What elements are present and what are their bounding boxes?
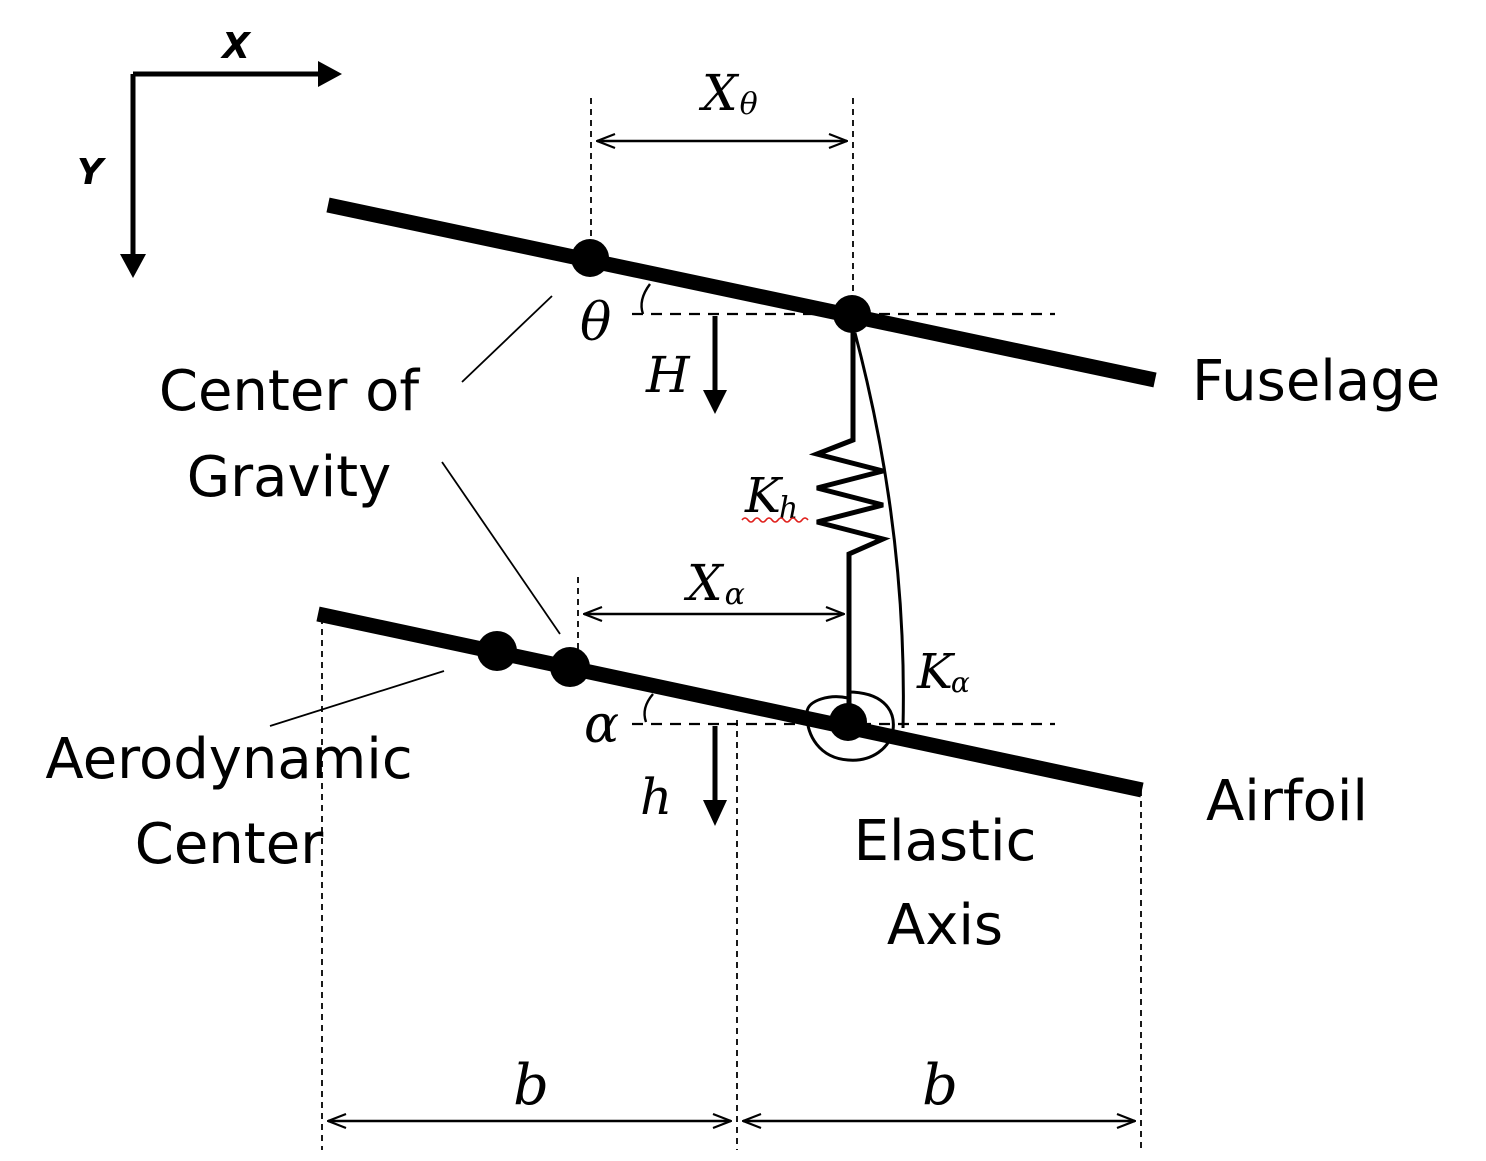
airfoil-label: Airfoil: [1206, 769, 1368, 834]
x-alpha-symbol: Xα: [683, 554, 745, 612]
center-of-gravity-label-line1: Center of: [159, 359, 421, 424]
y-axis-label: Y: [77, 152, 107, 193]
horizontal-reference-lines: [632, 312, 1055, 726]
aerodynamic-center-leader-line: [269, 670, 445, 727]
x-theta-symbol: Xθ: [698, 64, 758, 122]
aerodynamic-center-label-line1: Aerodynamic: [45, 727, 412, 792]
coordinate-axes: X Y: [77, 26, 342, 278]
fuselage-elastic-axis-point: [833, 295, 871, 333]
theta-symbol: θ: [580, 293, 611, 353]
elastic-axis-label-line1: Elastic: [854, 809, 1037, 874]
x-axis-arrowhead: [318, 61, 342, 87]
semi-chord-left-symbol: b: [513, 1053, 549, 1118]
fuselage-cg-leader-line: [461, 295, 553, 383]
x-axis-label: X: [220, 26, 252, 67]
torsion-spring: [853, 332, 905, 729]
alpha-symbol: α: [584, 695, 619, 755]
kh-symbol: Kh: [744, 468, 798, 526]
alpha-angle-arc: [643, 693, 654, 723]
center-of-gravity-label-line2: Gravity: [187, 445, 392, 510]
fuselage-beam: [326, 197, 1157, 388]
airfoil-beam: [316, 606, 1144, 798]
h-symbol: h: [640, 768, 672, 826]
fuselage-center-of-gravity-point: [571, 239, 609, 277]
heave-h-arrowhead: [703, 800, 727, 826]
fuselage-label: Fuselage: [1192, 349, 1440, 414]
aerodynamic-center-label-line2: Center: [135, 812, 324, 877]
airfoil-elastic-axis-point: [829, 703, 867, 741]
spellcheck-squiggle: [741, 517, 809, 523]
vertical-reference-lines: [321, 98, 1142, 1150]
torsion-spring-coil: [805, 690, 895, 762]
H-symbol: H: [645, 346, 691, 404]
y-axis-arrowhead: [120, 254, 146, 278]
elastic-axis-label-line2: Axis: [887, 893, 1003, 958]
airfoil-cg-leader-line: [441, 461, 561, 635]
heave-spring: [808, 330, 891, 705]
theta-angle-arc: [640, 283, 651, 315]
aerodynamic-center-point: [477, 631, 517, 671]
k-alpha-symbol: Kα: [916, 644, 970, 700]
semi-chord-right-symbol: b: [922, 1053, 958, 1118]
airfoil-center-of-gravity-point: [550, 647, 590, 687]
heave-H-arrowhead: [703, 390, 727, 414]
